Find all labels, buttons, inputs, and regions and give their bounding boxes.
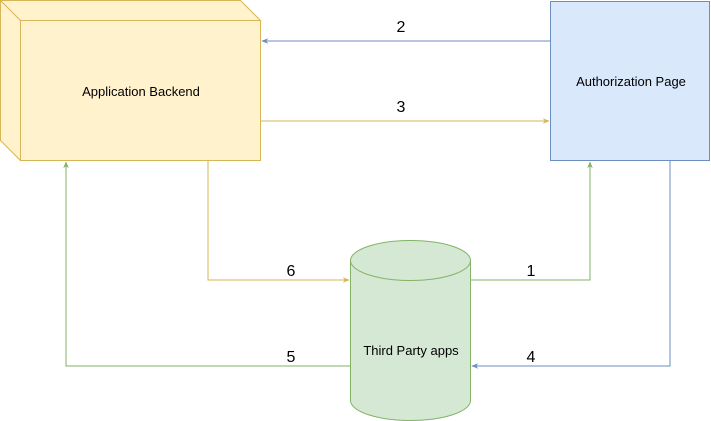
edge-6-label: 6 xyxy=(287,263,296,280)
edge-2-label: 2 xyxy=(397,19,406,36)
edge-1-arrow xyxy=(471,161,593,281)
edge-4-label: 4 xyxy=(527,349,536,366)
node-application-backend[interactable]: Application Backend xyxy=(0,0,262,162)
node-authorization-page-label: Authorization Page xyxy=(576,74,686,89)
node-authorization-page[interactable]: Authorization Page xyxy=(550,1,710,161)
edge-5-label: 5 xyxy=(287,349,296,366)
node-application-backend-label: Application Backend xyxy=(82,84,200,99)
edge-1-label: 1 xyxy=(527,263,536,280)
edge-4-arrow xyxy=(471,161,671,369)
edge-6-arrow xyxy=(207,161,350,283)
node-third-party-apps[interactable]: Third Party apps xyxy=(350,240,471,421)
node-third-party-apps-label: Third Party apps xyxy=(363,343,459,358)
edge-5-arrow xyxy=(63,161,350,367)
edge-3-label: 3 xyxy=(397,99,406,116)
